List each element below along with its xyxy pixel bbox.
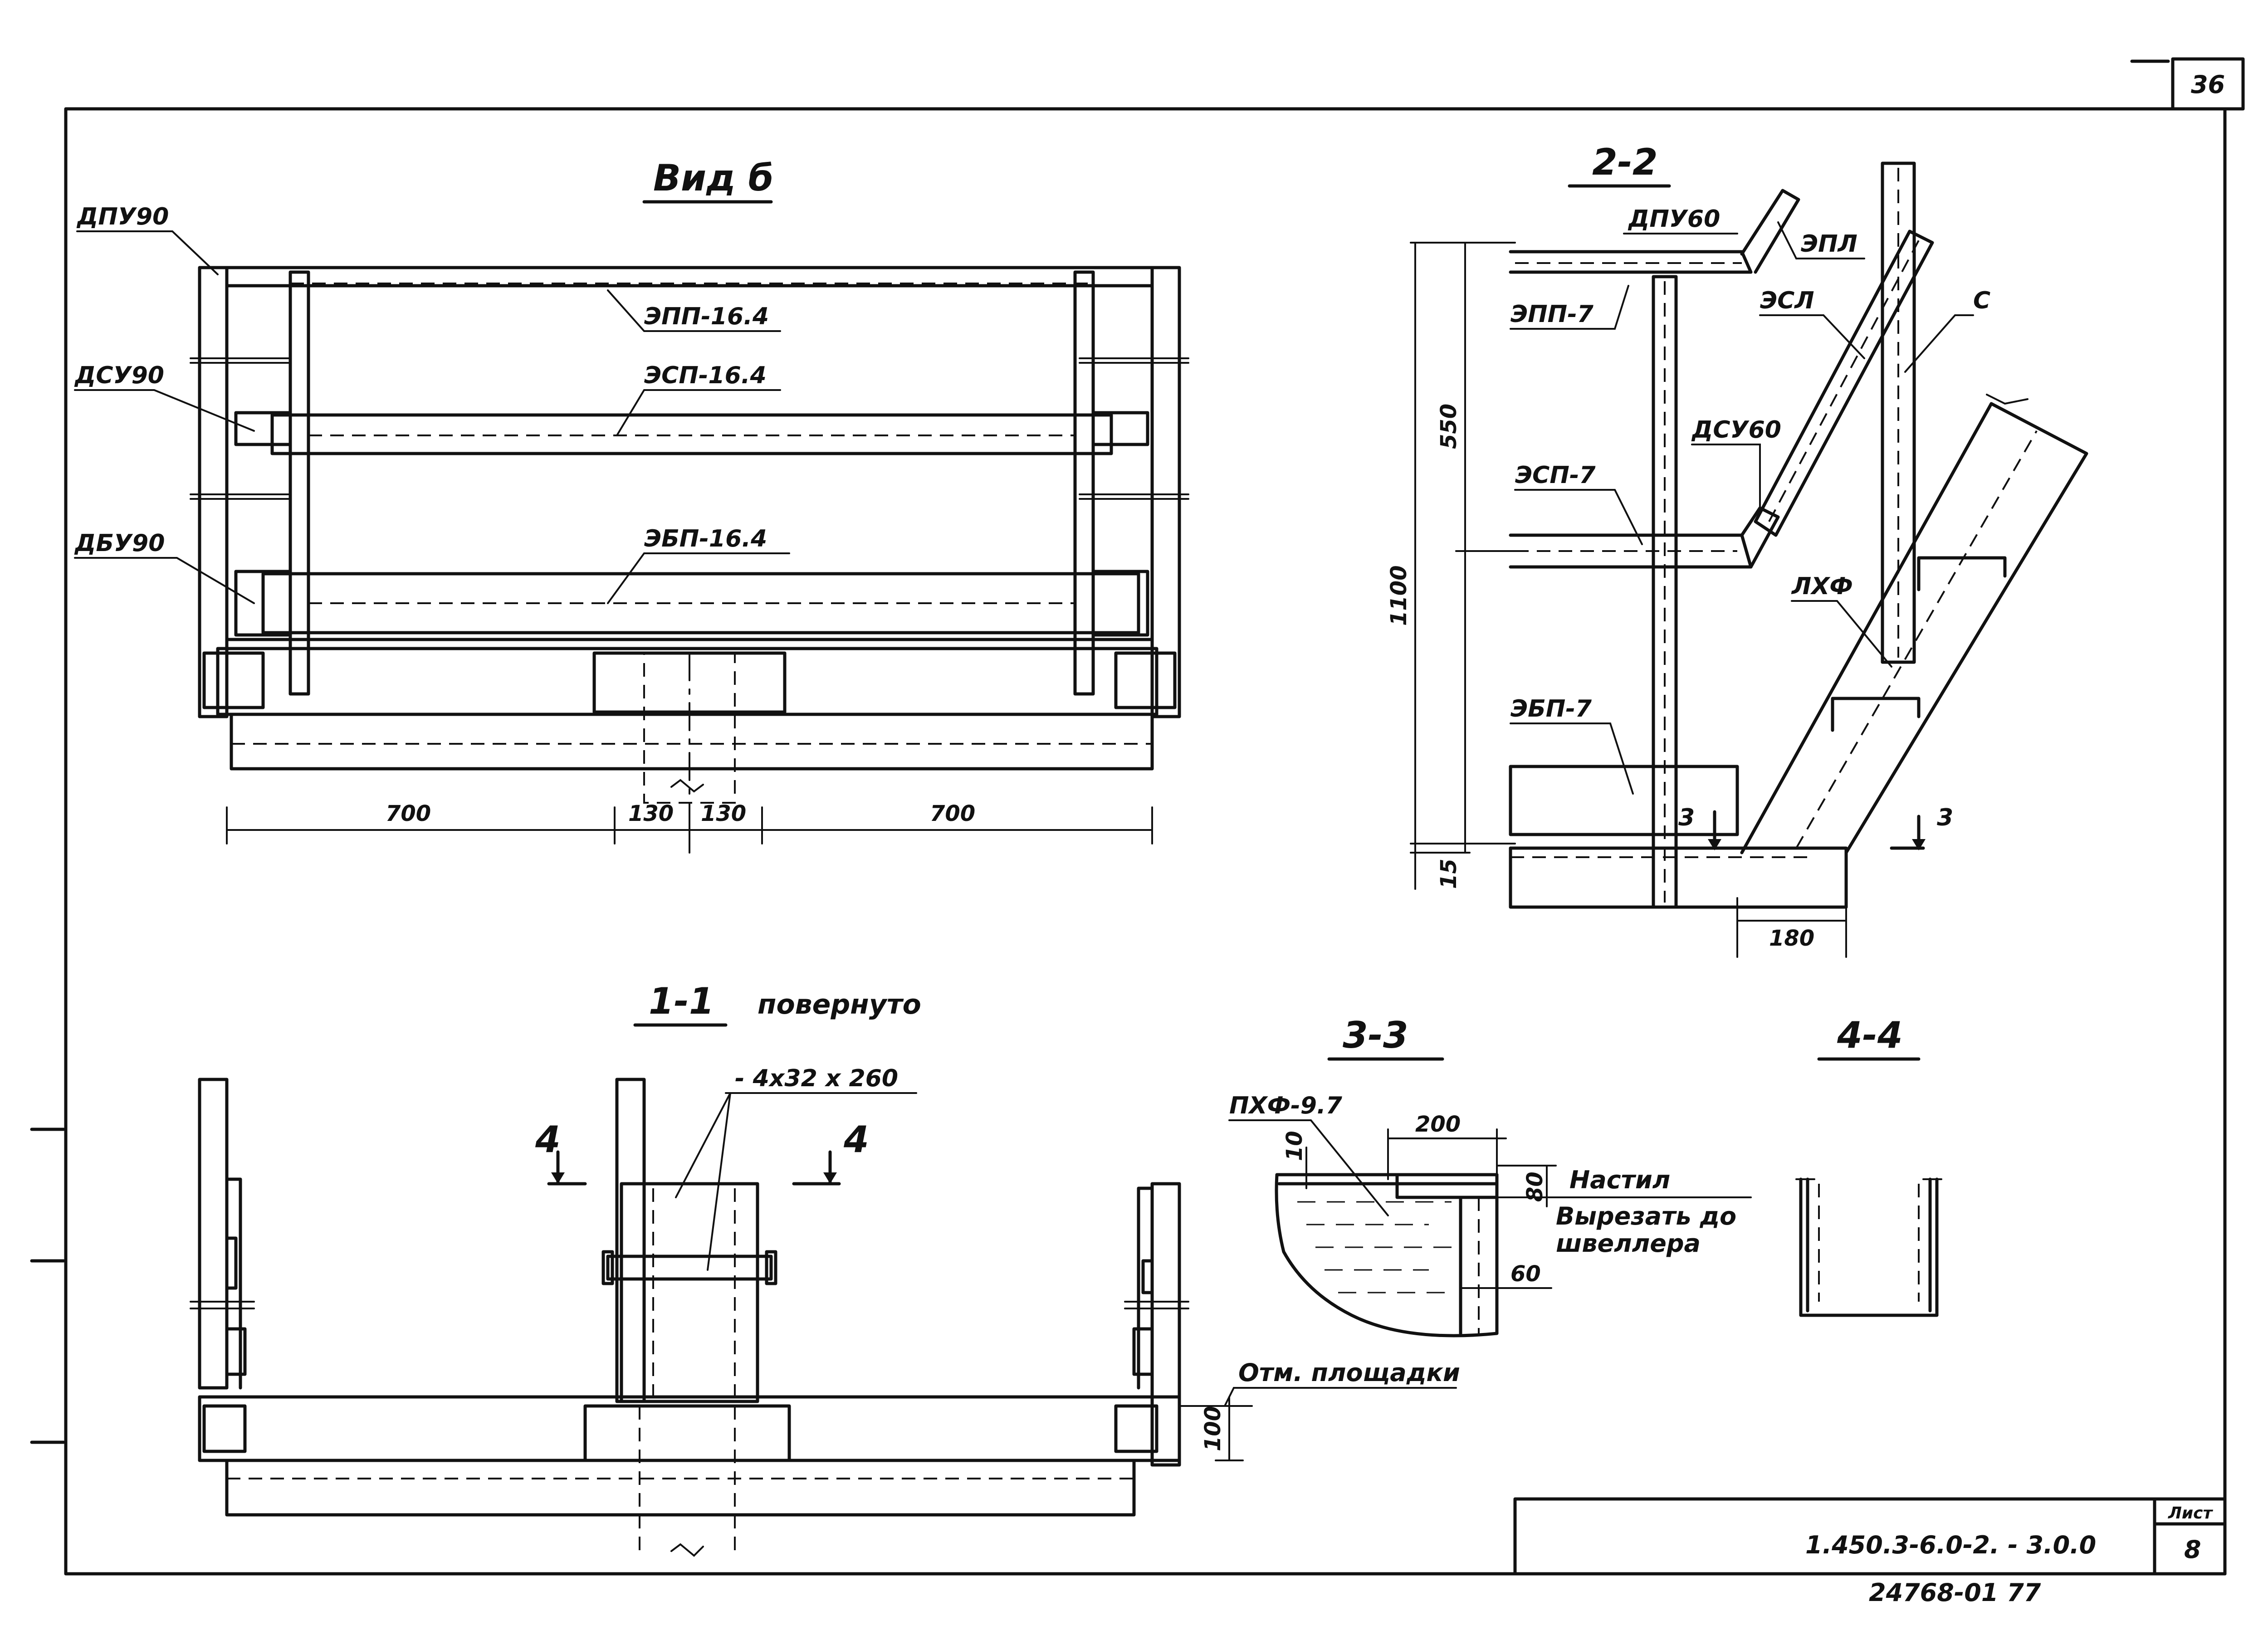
section-4-4-title: 4-4 [1837, 1014, 1903, 1056]
dim-15: 15 [1436, 859, 1461, 889]
note-cut-to: Вырезать до [1556, 1202, 1736, 1230]
base-bracket-right [1114, 651, 1177, 709]
section-3-3: 3-3 ПХФ-9.7 200 10 80 60 Настил Вырезать… [1228, 1014, 1752, 1337]
dim-100: 100 [1200, 1406, 1226, 1451]
sheet-frame [64, 107, 2227, 1576]
label-epp-7: ЭПП-7 [1510, 301, 1594, 328]
post-c [1881, 161, 1916, 664]
top-rail [225, 266, 1154, 288]
label-esp-7: ЭСП-7 [1515, 462, 1596, 489]
dbu-bracket-left [234, 570, 292, 637]
cut-4-left: 4 [535, 1118, 561, 1161]
dsu-bracket-right [1091, 411, 1149, 446]
doc-code: 1.450.3-6.0-2. - 3.0.0 [1805, 1531, 2096, 1559]
channel-4-4 [1799, 1177, 1939, 1317]
dim-130-right: 130 [701, 801, 746, 826]
dim-700-right: 700 [930, 801, 975, 826]
note-nastil: Настил [1569, 1166, 1670, 1194]
right-outer-post [1150, 266, 1181, 718]
dim-700-left: 700 [386, 801, 431, 826]
dim-200: 200 [1415, 1112, 1461, 1137]
base-bracket-left [202, 651, 265, 709]
cut-3-left: 3 [1678, 804, 1695, 831]
bottom-rail [261, 572, 1140, 635]
label-c: С [1973, 287, 1990, 314]
label-esl: ЭСЛ [1760, 287, 1814, 314]
base-beam-1-1 [225, 1459, 1136, 1517]
dim-60: 60 [1510, 1261, 1541, 1287]
dsu-bracket-left [234, 411, 292, 446]
label-lhf: ЛХФ [1791, 573, 1853, 600]
section-2-2-title: 2-2 [1592, 141, 1658, 183]
base-beam [230, 713, 1154, 771]
view-b: Вид б [74, 157, 1189, 854]
bottom-stamp: 24768-01 77 [1869, 1578, 2041, 1607]
dim-130-left: 130 [628, 801, 674, 826]
view-b-title: Вид б [653, 157, 773, 199]
label-ebp-7: ЭБП-7 [1510, 695, 1592, 722]
section-4-4: 4-4 [1795, 1014, 1942, 1317]
diagonal-rail-esl [1754, 229, 1934, 537]
section-2-2: 2-2 ДПУ60 ЭПЛ [1386, 141, 2088, 958]
title-block: 1.450.3-6.0-2. - 3.0.0 Лист 8 24768-01 7… [1513, 1497, 2227, 1607]
left-post-1-1 [198, 1078, 229, 1390]
label-phf-9-7: ПХФ-9.7 [1229, 1092, 1343, 1119]
dim-10: 10 [1282, 1131, 1307, 1161]
dim-550: 550 [1436, 404, 1461, 449]
label-dpu90: ДПУ90 [76, 203, 169, 230]
level-note: Отм. площадки [1238, 1358, 1460, 1387]
list-number: 8 [2184, 1535, 2201, 1564]
channel-3-3 [1395, 1173, 1499, 1199]
corner-number: 36 [2191, 70, 2225, 99]
label-dpu60: ДПУ60 [1628, 205, 1720, 233]
section-1-1: 1-1 повернуто - 4х32 х 260 [190, 980, 1460, 1557]
dim-1100: 1100 [1386, 565, 1412, 626]
bottom-rail-2-2 [1509, 765, 1739, 836]
dim-180: 180 [1769, 926, 1814, 951]
label-dsu90: ДСУ90 [74, 362, 164, 389]
top-rail-2-2 [1509, 250, 1753, 274]
right-post-1-1 [1150, 1182, 1181, 1467]
clamp-plate [606, 1254, 773, 1281]
label-dsu60: ДСУ60 [1691, 416, 1781, 444]
dbu-bracket-right [1091, 570, 1149, 637]
cut-4-right: 4 [843, 1118, 869, 1161]
middle-rail [270, 413, 1113, 455]
mid-rail-2-2 [1509, 533, 1753, 569]
corner-box [2171, 57, 2245, 111]
note-channel: швеллера [1556, 1229, 1701, 1258]
section-3-3-title: 3-3 [1343, 1014, 1408, 1056]
left-outer-post [198, 266, 229, 718]
label-ebp-16-4: ЭБП-16.4 [644, 525, 767, 552]
stair-stringer-lhf [1740, 402, 2088, 854]
list-label: Лист [2168, 1504, 2213, 1523]
cut-3-right: 3 [1937, 804, 1953, 831]
grating-plate [1275, 1173, 1499, 1337]
label-esp-16-4: ЭСП-16.4 [644, 362, 767, 389]
section-1-1-subtitle: повернуто [758, 989, 921, 1020]
right-inner-post [1073, 270, 1095, 696]
label-epp-16-4: ЭПП-16.4 [644, 303, 769, 330]
plate-label: - 4х32 х 260 [735, 1065, 898, 1092]
label-dbu90: ДБУ90 [74, 530, 165, 557]
left-inner-post [288, 270, 310, 696]
label-epl: ЭПЛ [1801, 230, 1857, 258]
base-plate [216, 647, 1158, 716]
section-1-1-title: 1-1 [649, 980, 714, 1022]
